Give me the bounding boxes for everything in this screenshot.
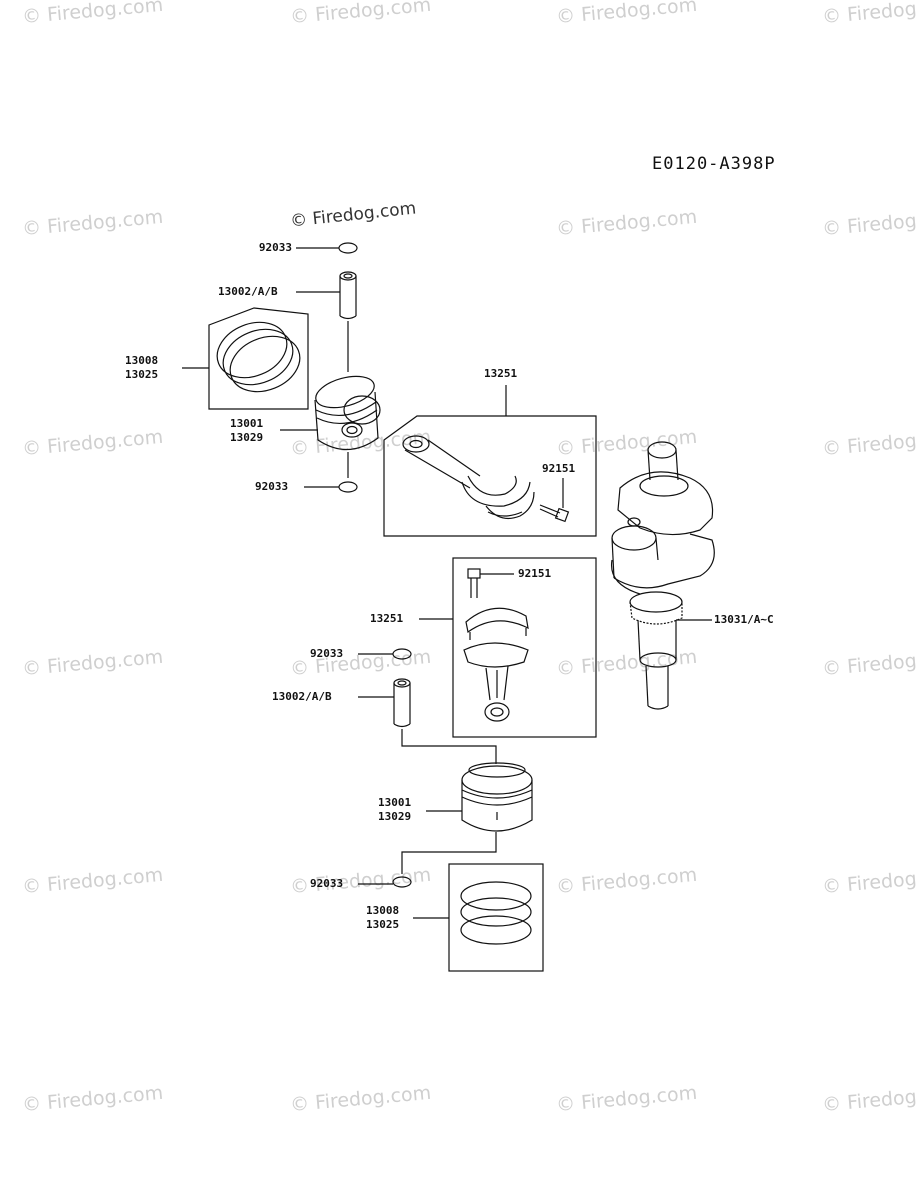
label-bolt-lower: 92151 bbox=[518, 567, 552, 580]
label-rings-top-2: 13025 bbox=[125, 368, 159, 381]
label-piston-top-1: 13001 bbox=[230, 417, 264, 430]
piston-top-part bbox=[280, 375, 381, 478]
label-piston-top-2: 13029 bbox=[230, 431, 264, 444]
label-rod-kit-lower: 13251 bbox=[370, 612, 404, 625]
piston-pin-top-part bbox=[296, 271, 357, 372]
label-rings-bottom-1: 13008 bbox=[366, 904, 400, 917]
label-piston-pin-lower: 13002/A/B bbox=[272, 690, 332, 703]
label-piston-lower-1: 13001 bbox=[378, 796, 412, 809]
piston-rings-bottom-part bbox=[413, 863, 544, 972]
piston-rings-top-part bbox=[182, 307, 309, 410]
label-circlip-lower: 92033 bbox=[310, 647, 344, 660]
circlip-mid-part bbox=[304, 481, 358, 493]
label-circlip-top: 92033 bbox=[258, 241, 292, 254]
label-piston-lower-2: 13029 bbox=[378, 810, 412, 823]
label-rod-kit-top: 13251 bbox=[484, 367, 518, 380]
label-circlip-bottom: 92033 bbox=[310, 877, 344, 890]
circlip-lower-part bbox=[358, 648, 412, 660]
crankshaft-part bbox=[610, 441, 715, 710]
label-bolt-top: 92151 bbox=[542, 462, 576, 475]
label-crankshaft: 13031/A~C bbox=[714, 613, 774, 626]
label-piston-pin-top: 13002/A/B bbox=[218, 285, 278, 298]
connecting-rod-top-part bbox=[383, 385, 597, 537]
label-rings-top-1: 13008 bbox=[125, 354, 159, 367]
circlip-top-part bbox=[296, 242, 358, 254]
piston-lower-part bbox=[401, 762, 533, 874]
circlip-bottom-part bbox=[358, 876, 412, 888]
connecting-rod-lower-part bbox=[419, 557, 597, 738]
label-circlip-mid: 92033 bbox=[255, 480, 289, 493]
piston-pin-lower-part bbox=[358, 678, 497, 764]
label-rings-bottom-2: 13025 bbox=[366, 918, 400, 931]
diagram-code: E0120-A398P bbox=[652, 154, 776, 174]
